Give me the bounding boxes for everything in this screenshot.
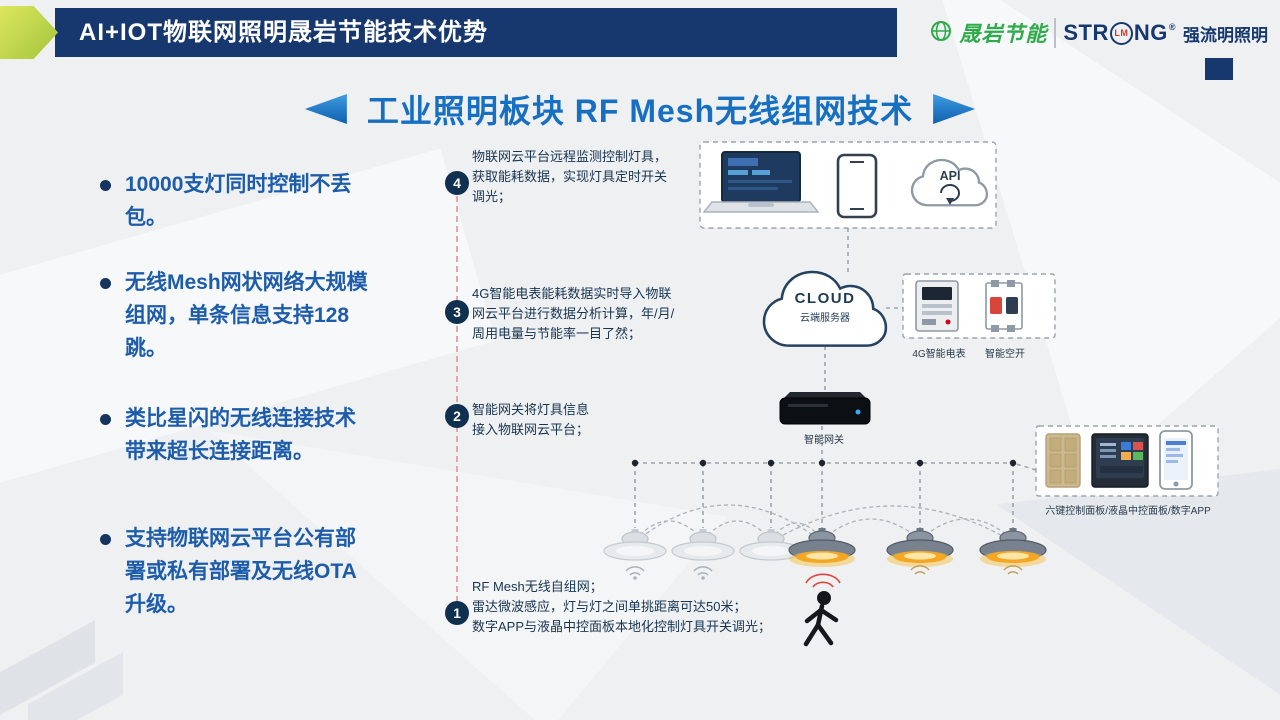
cloud-title: CLOUD bbox=[794, 290, 856, 307]
right-arrow-icon bbox=[933, 94, 976, 124]
logo-qiangliuming: 强流明照明 bbox=[1183, 25, 1268, 45]
step-text-line: 物联网云平台远程监测控制灯具， bbox=[472, 149, 668, 164]
phone-icon bbox=[836, 153, 878, 219]
step-number-badge: 4 bbox=[445, 171, 469, 195]
step-number-badge: 2 bbox=[445, 404, 469, 428]
corner-square bbox=[1205, 58, 1233, 80]
bullet-text: 类比星闪的无线连接技术带来超长连接距离。 bbox=[125, 407, 356, 463]
header-title: AI+IOT物联网照明晟岩节能技术优势 bbox=[79, 19, 489, 46]
globe-icon bbox=[930, 20, 952, 47]
step-number-badge: 1 bbox=[445, 601, 469, 625]
bullet-text: 支持物联网云平台公有部署或私有部署及无线OTA升级。 bbox=[125, 527, 357, 616]
step-text-line: 周用电量与节能率一目了然； bbox=[472, 326, 642, 341]
step-text: 智能网关将灯具信息 接入物联网云平台； bbox=[472, 400, 589, 440]
gateway-label: 智能网关 bbox=[804, 435, 844, 446]
bullet-item: 支持物联网云平台公有部署或私有部署及无线OTA升级。 bbox=[100, 522, 368, 621]
step-text-line: 数字APP与液晶中控面板本地化控制灯具开关调光； bbox=[472, 619, 772, 634]
api-label: API bbox=[939, 169, 961, 183]
step-item: 1 RF Mesh无线自组网； 雷达微波感应，灯与灯之间单挑距离可达50米； 数… bbox=[445, 577, 771, 637]
bullet-item: 无线Mesh网状网络大规模组网，单条信息支持128跳。 bbox=[100, 266, 368, 365]
step-text-line: 4G智能电表能耗数据实时导入物联 bbox=[472, 286, 672, 301]
bullet-dot-icon bbox=[100, 278, 111, 289]
lcd-panel-icon bbox=[1091, 433, 1149, 488]
step-item: 3 4G智能电表能耗数据实时导入物联 网云平台进行数据分析计算，年/月/ 周用电… bbox=[445, 284, 674, 344]
bullet-item: 10000支灯同时控制不丢包。 bbox=[100, 168, 368, 234]
step-item: 2 智能网关将灯具信息 接入物联网云平台； bbox=[445, 400, 589, 440]
connector-lines bbox=[634, 228, 1037, 528]
radar-waves-icon bbox=[805, 573, 841, 588]
step-text-line: 调光； bbox=[472, 189, 512, 204]
app-phone-icon bbox=[1159, 430, 1193, 490]
header-bar: AI+IOT物联网照明晟岩节能技术优势 bbox=[55, 8, 897, 57]
bullet-item: 类比星闪的无线连接技术带来超长连接距离。 bbox=[100, 402, 368, 468]
mesh-node-dots bbox=[631, 459, 1017, 467]
bullet-text: 10000支灯同时控制不丢包。 bbox=[125, 173, 352, 229]
meter-label: 4G智能电表 bbox=[912, 349, 966, 360]
lamp-off-icon bbox=[603, 529, 667, 580]
step-text-line: 网云平台进行数据分析计算，年/月/ bbox=[472, 306, 675, 321]
laptop-icon bbox=[702, 151, 820, 213]
section-title: 工业照明板块 RF Mesh无线组网技术 bbox=[366, 93, 914, 129]
step-text-line: 获取能耗数据，实现灯具定时开关 bbox=[472, 169, 668, 184]
logo-divider bbox=[1054, 18, 1057, 48]
breaker-icon bbox=[985, 280, 1023, 332]
step-text: 物联网云平台远程监测控制灯具， 获取能耗数据，实现灯具定时开关 调光； bbox=[472, 147, 667, 207]
lamp-on-icon bbox=[979, 528, 1047, 575]
bullet-text: 无线Mesh网状网络大规模组网，单条信息支持128跳。 bbox=[125, 271, 368, 360]
logo-strong-pre: STR bbox=[1063, 20, 1109, 45]
steps-dashed-line bbox=[456, 196, 458, 602]
lamp-on-icon bbox=[788, 528, 856, 567]
step-text-line: 智能网关将灯具信息 bbox=[472, 402, 590, 417]
six-key-panel-icon bbox=[1045, 433, 1081, 488]
left-arrow-icon bbox=[304, 94, 347, 124]
step-text: 4G智能电表能耗数据实时导入物联 网云平台进行数据分析计算，年/月/ 周用电量与… bbox=[472, 284, 674, 344]
step-text-line: 接入物联网云平台； bbox=[472, 422, 590, 437]
smart-meter-icon bbox=[915, 280, 959, 332]
lm-badge-icon: LM bbox=[1109, 21, 1133, 45]
step-item: 4 物联网云平台远程监测控制灯具， 获取能耗数据，实现灯具定时开关 调光； bbox=[445, 147, 667, 207]
bullet-dot-icon bbox=[100, 414, 111, 425]
api-cloud-icon bbox=[910, 158, 989, 207]
person-icon bbox=[803, 591, 839, 647]
step-text-line: 雷达微波感应，灯与灯之间单挑距离可达50米； bbox=[472, 599, 747, 614]
lamp-on-icon bbox=[886, 528, 954, 575]
registered-mark: ® bbox=[1168, 22, 1176, 32]
panels-label: 六键控制面板/液晶中控面板/数字APP bbox=[1045, 506, 1211, 517]
gateway-icon bbox=[779, 392, 871, 425]
cloud-subtitle: 云端服务器 bbox=[800, 313, 850, 324]
lamp-off-icon bbox=[671, 529, 735, 580]
bullet-dot-icon bbox=[100, 180, 111, 191]
logo-shengyan: 晟岩节能 bbox=[959, 23, 1048, 46]
section-title-row: 工业照明板块 RF Mesh无线组网技术 bbox=[0, 86, 1280, 132]
step-text: RF Mesh无线自组网； 雷达微波感应，灯与灯之间单挑距离可达50米； 数字A… bbox=[472, 577, 771, 637]
breaker-label: 智能空开 bbox=[985, 349, 1025, 360]
lamp-off-icon bbox=[739, 529, 803, 561]
step-text-line: RF Mesh无线自组网； bbox=[472, 579, 603, 594]
logo-strong-post: NG bbox=[1133, 20, 1168, 45]
step-number-badge: 3 bbox=[445, 300, 469, 324]
bullet-dot-icon bbox=[100, 534, 111, 545]
